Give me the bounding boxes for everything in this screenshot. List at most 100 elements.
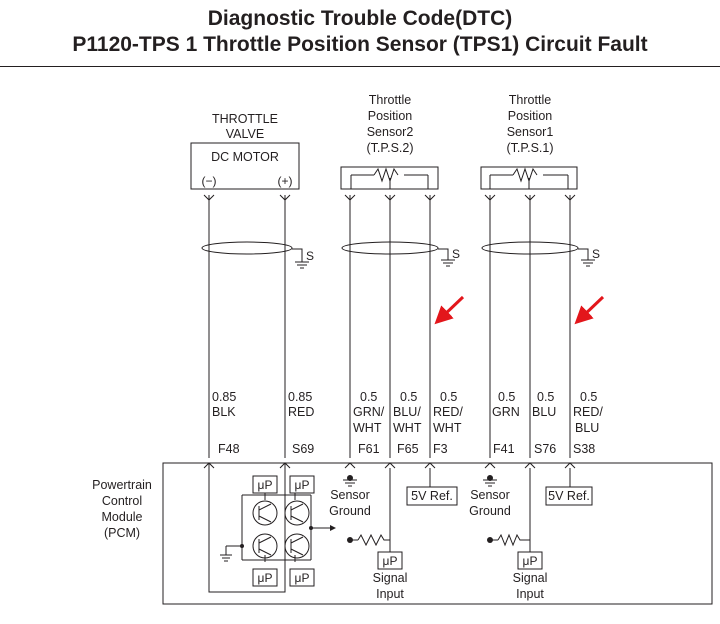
transistor-icon <box>284 533 310 559</box>
throttle-valve-label: VALVE <box>226 127 264 141</box>
tps2-label: Sensor2 <box>367 125 414 139</box>
5v-ref-box-tps2 <box>406 486 458 506</box>
svg-text:0.5: 0.5 <box>580 390 597 404</box>
tps1-potentiometer-icon <box>512 167 538 183</box>
shield-ground-icon <box>578 248 595 267</box>
pull-up-dot <box>487 537 493 543</box>
transistor-icon <box>284 500 310 526</box>
transistor-icon <box>252 533 278 559</box>
svg-text:0.5: 0.5 <box>537 390 554 404</box>
svg-text:μP: μP <box>383 554 398 568</box>
tps1-label: Sensor1 <box>507 125 554 139</box>
tps1-box <box>480 166 578 190</box>
svg-text:0.85: 0.85 <box>288 390 312 404</box>
signal-up-box-tps2 <box>377 551 403 570</box>
sensor-ground-label-tps1: Ground <box>469 504 511 518</box>
sensor-ground-label-tps2: Sensor <box>330 488 370 502</box>
shield-ground-icon <box>292 248 309 269</box>
svg-text:RED/: RED/ <box>433 405 463 419</box>
tps2-box <box>340 166 439 190</box>
wire-f61 <box>344 194 356 458</box>
svg-text:GRN/: GRN/ <box>353 405 385 419</box>
throttle-valve-label: THROTTLE <box>212 112 278 126</box>
svg-text:BLU: BLU <box>575 421 599 435</box>
tps2-label: Throttle <box>369 93 411 107</box>
svg-text:μP: μP <box>258 478 273 492</box>
svg-text:S38: S38 <box>573 442 595 456</box>
pull-resistor-icon <box>350 533 390 547</box>
tps2-label: Position <box>368 109 413 123</box>
tps2-label: (T.P.S.2) <box>366 141 413 155</box>
svg-text:F48: F48 <box>218 442 240 456</box>
wire-s38 <box>564 194 576 458</box>
signal-input-label-tps2: Input <box>376 587 404 601</box>
diagram-title-line2: P1120-TPS 1 Throttle Position Sensor (TP… <box>72 33 648 56</box>
svg-text:μP: μP <box>295 478 310 492</box>
wire-f41 <box>484 194 496 458</box>
signal-input-label-tps1: Input <box>516 587 544 601</box>
svg-text:F41: F41 <box>493 442 515 456</box>
svg-text:S76: S76 <box>534 442 556 456</box>
svg-text:BLU: BLU <box>532 405 556 419</box>
svg-text:BLU/: BLU/ <box>393 405 421 419</box>
highlight-arrow-tps2 <box>434 295 465 325</box>
wire-labels: 0.85 BLK F48 0.85 RED S69 0.5 GRN/ WHT F… <box>212 390 603 456</box>
svg-text:μP: μP <box>295 571 310 585</box>
svg-text:RED/: RED/ <box>573 405 603 419</box>
svg-text:BLK: BLK <box>212 405 236 419</box>
svg-text:0.5: 0.5 <box>360 390 377 404</box>
svg-text:0.5: 0.5 <box>440 390 457 404</box>
5v-ref-box-tps1 <box>545 486 593 506</box>
shield-ellipse-motor <box>201 241 293 255</box>
pcm-ground-icon <box>220 546 232 562</box>
svg-text:RED: RED <box>288 405 314 419</box>
microprocessor-box <box>289 568 315 587</box>
dc-motor-box <box>190 142 300 190</box>
microprocessor-box <box>289 475 315 494</box>
svg-text:WHT: WHT <box>433 421 462 435</box>
svg-text:S69: S69 <box>292 442 314 456</box>
transistor-icon <box>252 500 278 526</box>
svg-text:μP: μP <box>523 554 538 568</box>
motor-pin-positive: (+) <box>278 174 293 188</box>
sensor-ground-label-tps1: Sensor <box>470 488 510 502</box>
dc-motor-label: DC MOTOR <box>211 150 279 164</box>
svg-text:F3: F3 <box>433 442 448 456</box>
tps1-label: Position <box>508 109 553 123</box>
wire-s76 <box>524 194 536 458</box>
highlight-arrow-tps1 <box>574 295 605 325</box>
motor-pin-negative: (−) <box>202 174 217 188</box>
title-divider <box>0 66 720 67</box>
svg-text:F61: F61 <box>358 442 380 456</box>
pcm-label: (PCM) <box>104 526 140 540</box>
tps2-potentiometer-icon <box>373 167 399 183</box>
svg-text:0.85: 0.85 <box>212 390 236 404</box>
pcm-label: Powertrain <box>92 478 152 492</box>
svg-text:GRN: GRN <box>492 405 520 419</box>
shield-label: S <box>592 247 600 261</box>
wire-f48 <box>203 194 215 458</box>
tps1-label: (T.P.S.1) <box>506 141 553 155</box>
shield-label: S <box>452 247 460 261</box>
wire-f65 <box>384 194 396 458</box>
signal-input-label-tps2: Signal <box>373 571 408 585</box>
pcm-box <box>162 462 713 605</box>
svg-text:0.5: 0.5 <box>400 390 417 404</box>
shield-ellipse-tps2 <box>341 241 439 255</box>
svg-text:F65: F65 <box>397 442 419 456</box>
pull-up-dot <box>347 537 353 543</box>
tps1-label: Throttle <box>509 93 551 107</box>
signal-input-label-tps1: Signal <box>513 571 548 585</box>
pcm-label: Module <box>102 510 143 524</box>
shield-ground-icon <box>438 248 455 267</box>
microprocessor-box <box>252 568 278 587</box>
microprocessor-labels: μP μP μP μP μP μP <box>258 478 538 585</box>
5v-ref-label-tps2: 5V Ref. <box>411 489 453 503</box>
pull-resistor-icon <box>490 533 530 547</box>
svg-text:WHT: WHT <box>393 421 422 435</box>
pcm-label: Control <box>102 494 142 508</box>
shield-ellipse-tps1 <box>481 241 579 255</box>
diagram-title-line1: Diagnostic Trouble Code(DTC) <box>207 7 513 30</box>
5v-ref-label-tps1: 5V Ref. <box>548 489 590 503</box>
